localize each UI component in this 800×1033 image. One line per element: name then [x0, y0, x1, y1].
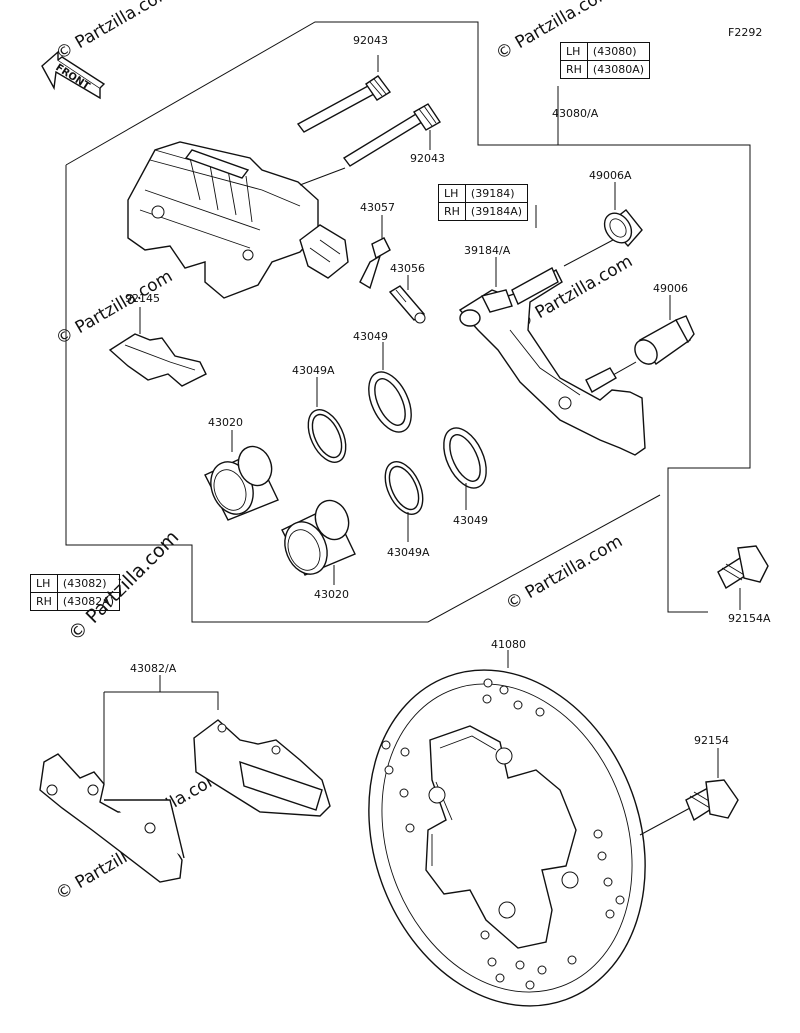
part-cell: (43080A): [586, 60, 651, 79]
brake-pads-43082: [39, 675, 331, 883]
label-43057: 43057: [360, 201, 395, 214]
side-cell: LH: [438, 184, 466, 203]
seal-43049-upper: [368, 342, 412, 433]
boot-49006A: [603, 182, 643, 248]
table-row: LH (39184): [438, 184, 529, 203]
bleeder-cap-43057: [359, 215, 391, 290]
label-43049A-upper: 43049A: [292, 364, 335, 377]
table-row: LH (43080): [560, 42, 651, 61]
label-39184: 39184/A: [464, 244, 511, 257]
watermark: © Partzilla.com: [53, 266, 177, 349]
bolt-92154A: [717, 545, 769, 610]
label-49006A: 49006A: [589, 169, 632, 182]
watermark: © Partzilla.com: [53, 0, 177, 64]
side-cell: RH: [560, 60, 588, 79]
label-41080: 41080: [491, 638, 526, 651]
seal-43049A-upper: [307, 377, 347, 463]
seal-43049-lower: [443, 427, 487, 510]
side-cell: RH: [438, 202, 466, 221]
table-row: RH (43080A): [560, 60, 651, 79]
bolt-92154: [639, 748, 739, 836]
side-cell: LH: [560, 42, 588, 61]
label-43049-lower: 43049: [453, 514, 488, 527]
pin-92043-top: [296, 55, 392, 133]
front-arrow-icon: FRONT: [41, 50, 106, 100]
part-cell: (43080): [586, 42, 651, 61]
part-cell: (39184A): [464, 202, 529, 221]
label-43082: 43082/A: [130, 662, 177, 675]
pad-variant-table: LH (43082) RH (43082A): [30, 574, 121, 611]
label-43020-upper: 43020: [208, 416, 243, 429]
boot-49006: [634, 295, 695, 365]
caliper-assembly-outline: [65, 21, 751, 613]
watermark: © Partzilla.com: [503, 531, 627, 614]
pad-spring-92145: [108, 307, 207, 387]
bleeder-valve-43056: [388, 275, 426, 324]
label-43049A-lower: 43049A: [387, 546, 430, 559]
table-row: LH (43082): [30, 574, 121, 593]
part-labels: 92043 92043 43080/A 49006A 43057 43056 3…: [125, 34, 771, 747]
table-row: RH (39184A): [438, 202, 529, 221]
piston-43020-lower: [281, 499, 356, 585]
label-92043-top: 92043: [353, 34, 388, 47]
side-cell: RH: [30, 592, 58, 611]
piston-43020-upper: [204, 430, 279, 521]
pin-92043-mid: [342, 103, 441, 167]
figure-id: F2292: [728, 26, 762, 39]
part-cell: (39184): [464, 184, 529, 203]
part-cell: (43082A): [56, 592, 121, 611]
label-49006: 49006: [653, 282, 688, 295]
brake-disc-41080: [368, 650, 646, 1007]
bracket-39184: [458, 257, 646, 456]
caliper-body: [127, 141, 349, 299]
seal-43049A-lower: [384, 461, 424, 542]
bracket-variant-table: LH (39184) RH (39184A): [438, 184, 529, 221]
label-92154A: 92154A: [728, 612, 771, 625]
label-92154: 92154: [694, 734, 729, 747]
label-43056: 43056: [390, 262, 425, 275]
table-row: RH (43082A): [30, 592, 121, 611]
caliper-variant-table: LH (43080) RH (43080A): [560, 42, 651, 79]
caliper-assembly-outline-lower: [65, 165, 661, 623]
label-43080: 43080/A: [552, 107, 599, 120]
part-cell: (43082): [56, 574, 121, 593]
label-43020-lower: 43020: [314, 588, 349, 601]
label-92145: 92145: [125, 292, 160, 305]
label-43049-upper: 43049: [353, 330, 388, 343]
side-cell: LH: [30, 574, 58, 593]
label-92043-mid: 92043: [410, 152, 445, 165]
